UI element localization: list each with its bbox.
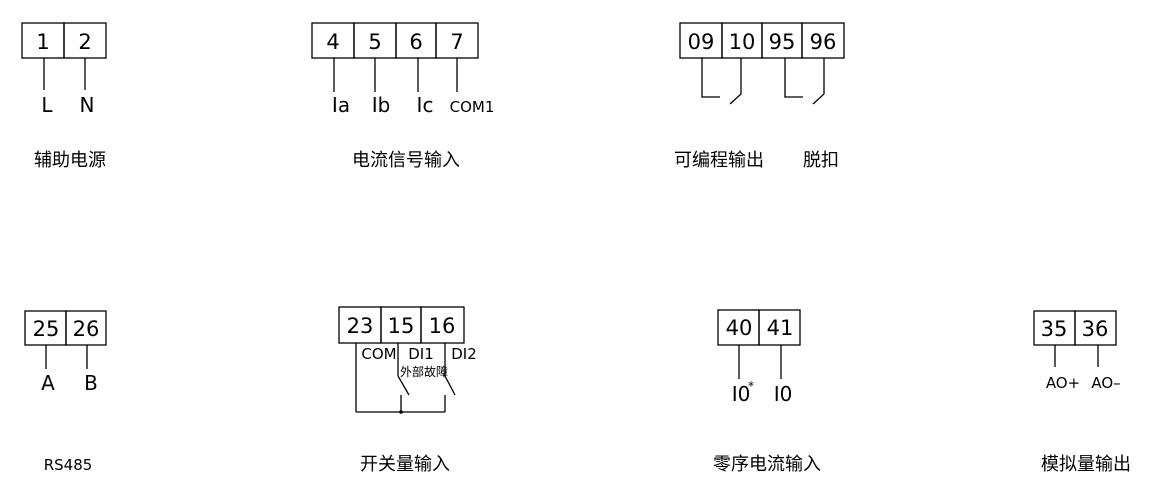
terminal-label: 36 xyxy=(1082,317,1109,341)
relay-contact xyxy=(729,58,742,105)
relay-contact xyxy=(784,58,803,98)
group-caption: 脱扣 xyxy=(803,150,839,171)
group-zero-seq: 40 41 I0 * I0 零序电流输入 xyxy=(713,309,821,475)
signal-label: COM1 xyxy=(450,98,495,116)
signal-label: Ib xyxy=(372,93,391,117)
terminal-label: 41 xyxy=(767,316,794,340)
terminal-label: 4 xyxy=(326,30,339,54)
terminal-label: 6 xyxy=(409,30,422,54)
group-aux-power: 1 2 L N 辅助电源 xyxy=(21,22,107,171)
group-caption: 零序电流输入 xyxy=(713,454,821,475)
signal-label: Ia xyxy=(332,93,350,117)
fault-note: 外部故障 xyxy=(400,364,448,379)
relay-contact xyxy=(812,58,825,105)
terminal-label: 10 xyxy=(729,30,756,54)
polarity-mark: * xyxy=(748,379,754,393)
switch-contact xyxy=(397,375,410,396)
group-caption: 开关量输入 xyxy=(360,454,450,475)
group-prog-output: 09 10 95 96 可编程输出 脱扣 xyxy=(674,22,845,171)
signal-label: A xyxy=(41,371,55,395)
terminal-label: 95 xyxy=(769,30,796,54)
terminal-box xyxy=(420,306,465,344)
group-analog-output: 35 36 AO+ AO– 模拟量输出 xyxy=(1033,310,1131,475)
terminal-label: 2 xyxy=(78,30,91,54)
terminal-label: 35 xyxy=(1041,317,1068,341)
junction-dot xyxy=(399,410,403,414)
signal-label: B xyxy=(84,371,98,395)
group-caption: RS485 xyxy=(44,456,93,474)
group-switch-input: 23 15 16 COM DI1 DI2 外部故障 开关量输入 xyxy=(338,306,477,475)
signal-label: Ic xyxy=(417,93,434,117)
terminal-label: 15 xyxy=(388,314,415,338)
signal-label: AO– xyxy=(1091,374,1120,392)
terminal-box xyxy=(1074,310,1117,346)
terminal-label: 25 xyxy=(33,317,60,341)
relay-contact xyxy=(701,58,720,98)
terminal-label: 23 xyxy=(347,314,374,338)
group-caption: 可编程输出 xyxy=(674,150,764,171)
group-rs485: 25 26 A B RS485 xyxy=(24,310,107,474)
signal-label: I0 xyxy=(774,382,793,406)
terminal-label: 7 xyxy=(450,30,463,54)
terminal-label: 16 xyxy=(429,314,456,338)
terminal-label: 96 xyxy=(810,30,837,54)
signal-label: COM xyxy=(361,345,396,363)
signal-label: DI2 xyxy=(451,345,477,363)
terminal-label: 1 xyxy=(36,30,49,54)
group-caption: 模拟量输出 xyxy=(1041,454,1131,475)
terminal-label: 26 xyxy=(73,317,100,341)
group-caption: 辅助电源 xyxy=(34,150,106,171)
signal-label: L xyxy=(41,93,53,117)
terminal-box xyxy=(65,310,107,346)
group-current-input: 4 5 6 7 Ia Ib Ic COM1 电流信号输入 xyxy=(311,22,495,171)
terminal-box xyxy=(801,22,845,59)
terminal-label: 09 xyxy=(688,30,715,54)
terminal-box xyxy=(758,309,801,346)
switch-contact xyxy=(444,375,456,396)
terminal-label: 5 xyxy=(368,30,381,54)
signal-label: AO+ xyxy=(1046,374,1080,392)
signal-label: DI1 xyxy=(408,345,434,363)
signal-label: I0 xyxy=(732,382,751,406)
terminal-label: 40 xyxy=(726,316,753,340)
signal-label: N xyxy=(80,93,95,117)
group-caption: 电流信号输入 xyxy=(352,150,460,171)
